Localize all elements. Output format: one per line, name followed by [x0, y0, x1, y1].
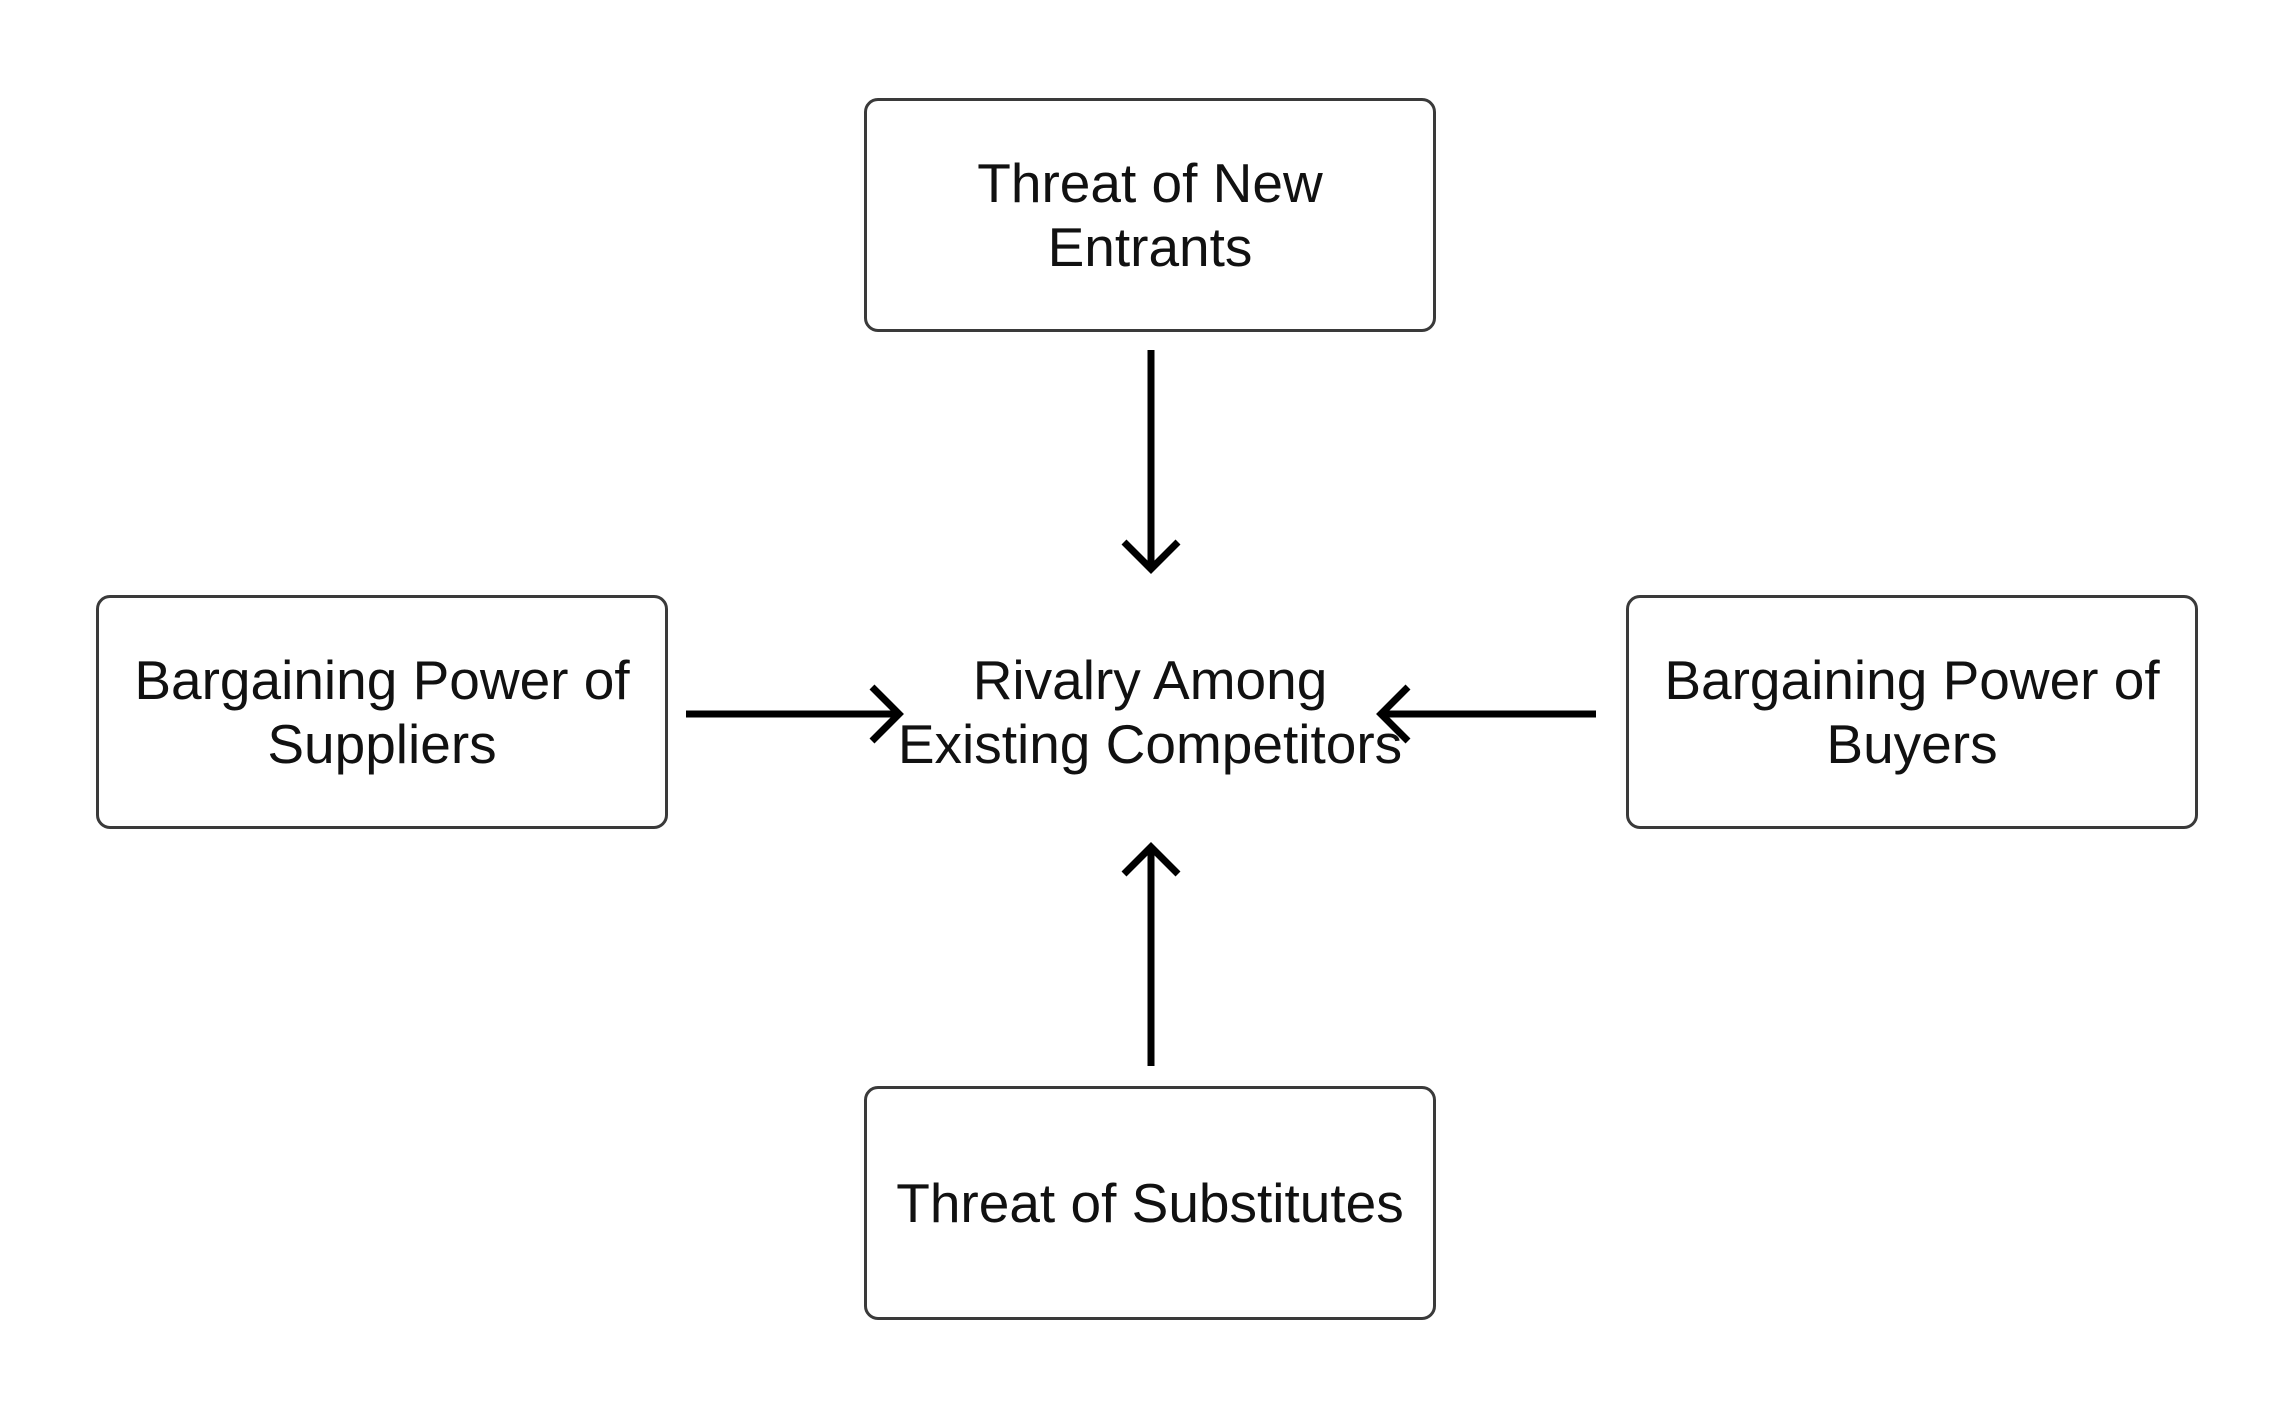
threat-of-substitutes-box: Threat of Substitutes	[864, 1086, 1436, 1320]
arrow-from-new-entrants	[1121, 350, 1181, 574]
arrow-from-suppliers	[686, 684, 904, 744]
supplier-power-box: Bargaining Power of Suppliers	[96, 595, 668, 829]
rivalry-center-label: Rivalry Among Existing Competitors	[897, 649, 1403, 775]
supplier-power-label: Bargaining Power of Suppliers	[134, 649, 630, 775]
buyer-power-label: Bargaining Power of Buyers	[1664, 649, 2160, 775]
arrow-from-substitutes	[1121, 842, 1181, 1066]
rivalry-center-node: Rivalry Among Existing Competitors	[880, 610, 1420, 814]
buyer-power-box: Bargaining Power of Buyers	[1626, 595, 2198, 829]
threat-of-substitutes-label: Threat of Substitutes	[896, 1172, 1404, 1234]
threat-of-new-entrants-box: Threat of New Entrants	[864, 98, 1436, 332]
threat-of-new-entrants-label: Threat of New Entrants	[977, 152, 1323, 278]
